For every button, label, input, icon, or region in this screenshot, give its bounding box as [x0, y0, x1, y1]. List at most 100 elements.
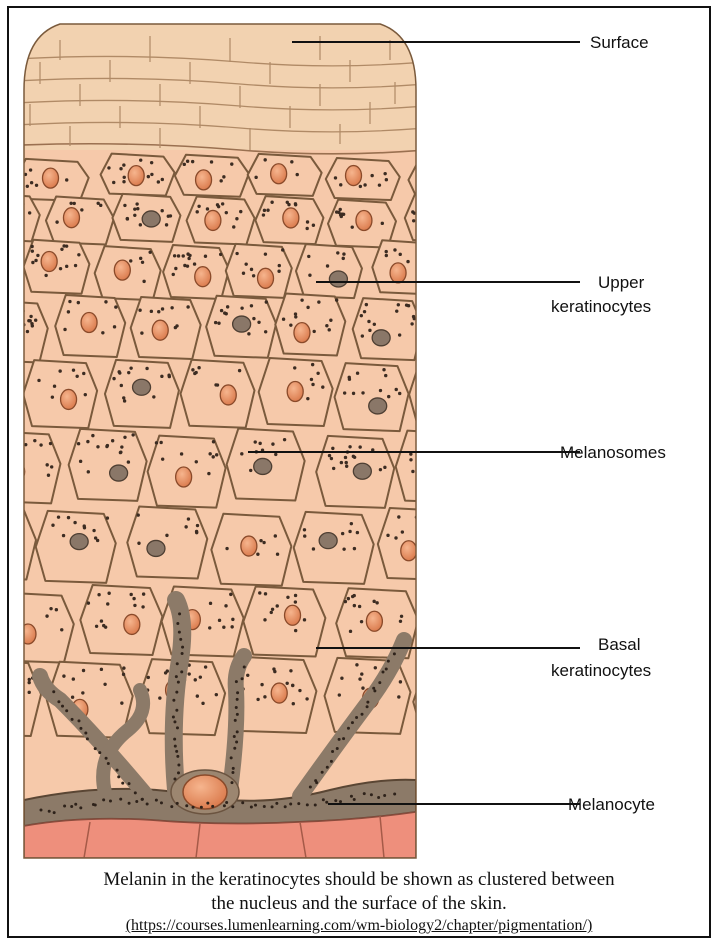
melanin-granule [437, 537, 440, 540]
melanocyte-granule [289, 803, 292, 806]
melanin-granule [428, 615, 431, 618]
melanocyte-granule [211, 805, 214, 808]
melanin-granule [145, 367, 148, 370]
melanosome-cluster [233, 316, 251, 332]
melanin-granule [400, 615, 403, 618]
melanin-granule [308, 273, 311, 276]
melanin-granule [136, 207, 139, 210]
melanin-granule [373, 323, 376, 326]
melanocyte-granule [160, 801, 163, 804]
melanin-granule [345, 461, 348, 464]
melanin-granule [10, 374, 13, 377]
melanin-granule [291, 684, 294, 687]
melanin-granule [405, 303, 408, 306]
melanosome-cluster [70, 534, 88, 550]
melanin-granule [329, 319, 332, 322]
keratinocyte-nucleus [285, 605, 301, 625]
melanin-granule [147, 676, 150, 679]
melanin-granule [395, 309, 398, 312]
melanin-granule [305, 227, 308, 230]
melanocyte-granule [326, 766, 329, 769]
melanocyte-granule [177, 763, 180, 766]
melanin-granule [358, 677, 361, 680]
melanin-granule [378, 183, 381, 186]
melanin-granule [2, 390, 5, 393]
melanin-granule [455, 678, 458, 681]
melanin-granule [123, 399, 126, 402]
melanin-granule [244, 262, 247, 265]
melanin-granule [150, 161, 153, 164]
keratinocyte-cell [296, 244, 362, 298]
melanin-granule [114, 305, 117, 308]
melanin-granule [328, 454, 331, 457]
melanin-granule [101, 331, 104, 334]
melanin-granule [520, 530, 523, 533]
melanin-granule [122, 180, 125, 183]
melanin-granule [439, 455, 442, 458]
melanin-granule [164, 671, 167, 674]
label-melanosomes: Melanosomes [560, 443, 666, 462]
melanin-granule [63, 328, 66, 331]
melanin-granule [250, 268, 253, 271]
melanocyte-granule [200, 806, 203, 809]
melanocyte-granule [128, 782, 131, 785]
melanin-granule [348, 530, 351, 533]
label-melanocyte: Melanocyte [568, 795, 655, 814]
melanin-granule [383, 172, 386, 175]
melanin-granule [352, 455, 355, 458]
melanin-granule [350, 522, 353, 525]
melanin-granule [62, 674, 65, 677]
melanin-granule [385, 178, 388, 181]
melanin-granule [58, 369, 61, 372]
melanin-granule [31, 249, 34, 252]
melanin-granule [35, 184, 38, 187]
melanin-granule [210, 160, 213, 163]
melanin-granule [477, 328, 480, 331]
melanin-granule [343, 391, 346, 394]
melanocyte-granule [39, 808, 42, 811]
melanin-granule [449, 207, 452, 210]
melanocyte-granule [321, 771, 324, 774]
melanin-granule [263, 618, 266, 621]
melanosome-cluster [0, 688, 2, 704]
melanocyte-granule [314, 779, 317, 782]
melanin-granule [475, 597, 478, 600]
melanin-granule [463, 441, 466, 444]
melanin-granule [438, 328, 441, 331]
figure-caption: Melanin in the keratinocytes should be s… [7, 868, 711, 916]
melanin-granule [270, 201, 273, 204]
melanosome-cluster [254, 458, 272, 474]
melanin-granule [399, 680, 402, 683]
keratinocyte-nucleus [152, 320, 168, 340]
melanocyte-granule [225, 801, 228, 804]
melanocyte-granule [363, 792, 366, 795]
melanocyte-granule [57, 700, 60, 703]
melanocyte-granule [63, 804, 66, 807]
melanin-granule [87, 470, 90, 473]
melanin-granule [361, 391, 364, 394]
melanosome-cluster [147, 540, 165, 556]
melanocyte-granule [336, 747, 339, 750]
melanin-granule [97, 593, 100, 596]
melanin-granule [247, 332, 250, 335]
melanin-granule [105, 445, 108, 448]
melanosome-cluster [110, 465, 128, 481]
keratinocyte-nucleus [461, 263, 477, 283]
melanin-granule [137, 542, 140, 545]
melanin-granule [196, 524, 199, 527]
melanin-granule [184, 525, 187, 528]
caption-source-link[interactable]: (https://courses.lumenlearning.com/wm-bi… [7, 916, 711, 936]
melanin-granule [235, 217, 238, 220]
keratinocyte-nucleus [124, 614, 140, 634]
melanin-granule [397, 695, 400, 698]
melanin-granule [452, 265, 455, 268]
melanin-granule [224, 604, 227, 607]
melanin-granule [196, 694, 199, 697]
melanin-granule [212, 455, 215, 458]
melanin-granule [95, 625, 98, 628]
melanin-granule [240, 306, 243, 309]
melanin-granule [306, 397, 309, 400]
melanin-granule [15, 311, 18, 314]
keratinocyte-cell [0, 242, 14, 296]
melanin-granule [523, 512, 526, 515]
